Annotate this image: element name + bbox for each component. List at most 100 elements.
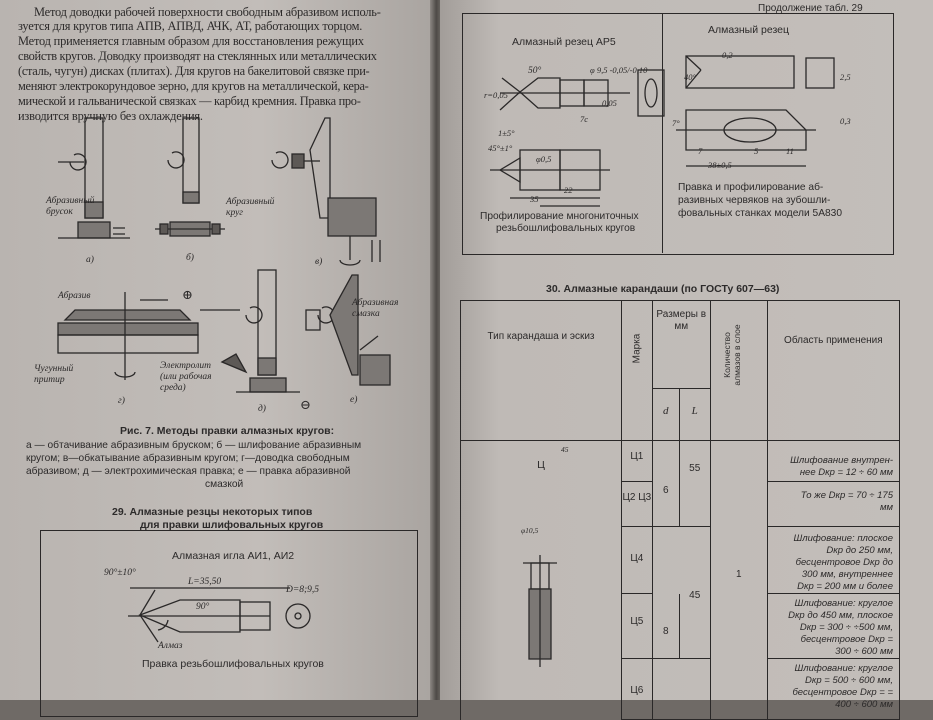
table29-panel	[40, 530, 418, 717]
figure-caption-line: смазкой	[205, 479, 244, 490]
mark-value: Ц4	[630, 553, 644, 564]
cutter-caption: фовальных станках модели 5А830	[678, 208, 842, 219]
d-L-blank	[651, 658, 711, 720]
count-value: 1	[735, 569, 742, 580]
header-L: L	[678, 388, 711, 441]
L-cell: 45	[678, 590, 711, 659]
header-count-text: Количество алмазов в слое	[721, 324, 742, 386]
mark-value: Ц2 Ц3	[622, 492, 652, 503]
type-c: Ц	[537, 459, 545, 471]
mark-cell: Ц6	[621, 658, 653, 720]
figure-caption-title: Рис. 7. Методы правки алмазных кругов:	[120, 425, 335, 437]
d-value: 8	[662, 625, 669, 637]
ar5-caption: Профилирование многониточных	[480, 211, 639, 222]
ar5-7c: 7с	[580, 114, 589, 124]
pencil-sketch	[523, 555, 557, 667]
continued-table-header: Продолжение табл. 29	[758, 3, 863, 14]
cutter-dim-25: 2,5	[840, 72, 851, 82]
header-type-text: Тип карандаша и эскиз	[487, 331, 595, 342]
table30-title: 30. Алмазные карандаши (по ГОСТу 607—63)	[546, 283, 780, 295]
ar5-lip: 0,05	[602, 98, 617, 108]
body-line: изводится вручную без охлаждения.	[18, 109, 203, 123]
body-line: (сталь, чугун) дисках (плитах). Для круг…	[18, 64, 370, 78]
d-L-blank	[651, 526, 711, 594]
cutter-ar5-title: Алмазный резец АР5	[512, 36, 616, 48]
table30: Тип карандаша и эскиз Марка Размеры в мм…	[460, 300, 901, 720]
table29-subtitle: для правки шлифовальных кругов	[140, 519, 324, 531]
L-cell: 55	[678, 440, 711, 527]
ar5-dim-22: 22	[564, 185, 573, 195]
left-page: Метод доводки рабочей поверхности свобод…	[0, 0, 436, 717]
d-cell: 8	[651, 593, 680, 659]
cutter-dim-5: 5	[754, 146, 759, 156]
sketch-diam: φ10,5	[521, 526, 539, 535]
panel-divider	[662, 13, 663, 253]
area-cell: Шлифование: круглое Dкр = 500 ÷ 600 мм, …	[766, 658, 901, 720]
area-value: Шлифование: плоское Dкр до 250 мм, бесце…	[793, 533, 894, 592]
sketch-length: 45	[561, 445, 569, 454]
header-L-text: L	[691, 405, 698, 417]
cutter-angle-7: 7°	[672, 118, 680, 128]
mark-cell: Ц1	[621, 440, 653, 482]
needle-inner-angle: 90°	[196, 602, 210, 612]
sublabel-g: г)	[118, 396, 125, 406]
cutter-caption: Правка и профилирование аб-	[678, 182, 824, 193]
area-cell: Шлифование: плоское Dкр до 250 мм, бесце…	[766, 526, 901, 594]
body-line: свойств кругов. Доводку производят на ст…	[18, 49, 377, 63]
area-cell: То же Dкр = 70 ÷ 175 мм	[766, 481, 901, 527]
label-electrolyte: Электролит (или рабочая среда)	[160, 361, 212, 393]
header-d: d	[651, 388, 680, 441]
mark-value: Ц1	[630, 451, 644, 462]
mark-cell: Ц4	[621, 526, 653, 594]
mark-value: Ц5	[630, 616, 644, 627]
ar5-diameter: φ 9,5 -0,05/-0,10	[590, 65, 648, 75]
area-cell: Шлифование: круглое Dкр до 450 мм, плоск…	[766, 593, 901, 659]
cutter-caption: разивных червяков на зубошли-	[678, 195, 831, 206]
cutter-title: Алмазный резец	[708, 24, 790, 36]
header-sizes: Размеры в мм	[651, 300, 711, 389]
sublabel-e: е)	[350, 395, 358, 405]
cutter-angle-40: 40°	[684, 72, 696, 82]
label-abrasive: Абразив	[58, 291, 91, 301]
table29-continued-panel	[462, 13, 894, 255]
L-value: 45	[689, 589, 701, 601]
d-value: 6	[662, 485, 669, 496]
needle-angle: 90°±10°	[104, 568, 136, 578]
cutter-dim-7: 7	[698, 146, 703, 156]
body-line: Метод доводки рабочей поверхности свобод…	[34, 5, 381, 19]
right-page: Продолжение табл. 29 Алмазный резец АР5 …	[440, 0, 933, 720]
sublabel-d: д)	[258, 404, 266, 414]
area-cell: Шлифование внутрен-нее Dкр = 12 ÷ 60 мм	[766, 440, 901, 482]
cutter-dim-02: 0,2	[722, 50, 733, 60]
header-type: Тип карандаша и эскиз	[460, 300, 622, 441]
area-value: Шлифование внутрен-нее Dкр = 12 ÷ 60 мм	[790, 455, 893, 478]
needle-caption: Правка резьбошлифовальных кругов	[142, 658, 324, 670]
figure-caption-line: абразивом; д — электрохимическая правка;…	[26, 466, 351, 477]
sublabel-v: в)	[315, 257, 323, 267]
header-area-text: Область применения	[784, 335, 883, 346]
figure-caption-line: а — обтачивание абразивным бруском; б — …	[26, 440, 362, 451]
body-line: меняют электрокорундовое зерно, для круг…	[18, 79, 369, 93]
ar5-small-diam: φ0,5	[536, 154, 552, 164]
header-area: Область применения	[766, 300, 901, 441]
needle-diameter: D=8;9,5	[286, 585, 320, 595]
table29-panel-heading: Алмазная игла АИ1, АИ2	[172, 550, 295, 562]
area-value: Шлифование: круглое Dкр = 500 ÷ 600 мм, …	[792, 663, 893, 710]
count-cell: 1	[709, 440, 768, 720]
header-d-text: d	[662, 405, 669, 417]
mark-cell: Ц2 Ц3	[621, 481, 653, 527]
body-line: зуется для кругов типа АПВ, АПВД, АЧК, А…	[18, 19, 363, 33]
sublabel-a: а)	[86, 255, 94, 265]
body-line: мической и гальванической связках — карб…	[18, 94, 361, 108]
body-line: Метод применяется главным образом для во…	[18, 34, 364, 48]
ar5-caption: резьбошлифовальных кругов	[496, 223, 636, 234]
cutter-drawing	[676, 55, 835, 167]
cutter-dim-38: 38±0,5	[708, 160, 732, 170]
label-abrasive-stick: Абразивный брусок	[46, 196, 95, 217]
ar5-angle-50: 50°	[528, 66, 542, 76]
d-cell: 6	[651, 440, 680, 527]
header-mark: Марка	[621, 300, 653, 441]
area-value: То же Dкр = 70 ÷ 175 мм	[800, 490, 893, 513]
label-cast-iron-lap: Чугунный притир	[34, 364, 74, 385]
sublabel-b: б)	[186, 253, 194, 263]
